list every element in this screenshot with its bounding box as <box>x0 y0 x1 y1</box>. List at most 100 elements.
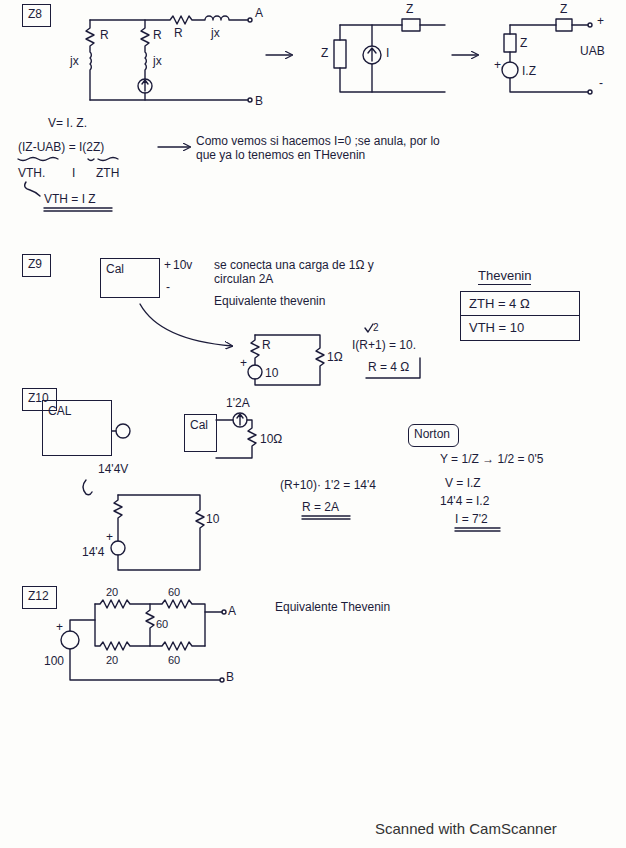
z12-circuit <box>95 600 205 646</box>
component-label: 20 <box>106 654 118 667</box>
z8-reduced-circuit <box>363 46 381 64</box>
result-frame: ZTH = 4 ΩVTH = 10 <box>460 291 580 341</box>
box-text: ZTH = 4 Ω <box>461 292 579 316</box>
voltage-label: UAB <box>580 44 605 58</box>
z8-reduced-circuit <box>402 19 420 31</box>
box-text: VTH = 10 <box>461 315 579 340</box>
component-label: jx <box>70 54 79 68</box>
z8-thevenin-circuit <box>502 19 592 94</box>
z8-original-circuit <box>248 98 252 102</box>
z8-thevenin-circuit <box>556 19 572 31</box>
z10-drawing <box>83 413 500 570</box>
component-label: 10Ω <box>260 432 282 446</box>
z8-original-circuit <box>248 18 252 22</box>
equation-note: VTH. <box>18 166 45 180</box>
box-title: Thevenin <box>478 268 531 285</box>
z9-drawing <box>140 304 232 346</box>
z8-thevenin-circuit <box>509 52 510 62</box>
equation-marks <box>98 158 118 161</box>
z10-drawing <box>233 413 247 427</box>
calculator-block: CAL <box>42 400 112 456</box>
thevenin-result-box: TheveninZTH = 4 ΩVTH = 10 <box>460 266 580 341</box>
equation-marks <box>18 158 58 161</box>
component-label: jx <box>211 26 220 40</box>
z10-drawing <box>83 480 92 495</box>
equation: (IZ-UAB) = I(2Z) <box>18 140 104 154</box>
z10-drawing <box>237 414 243 425</box>
z12-circuit <box>70 649 220 680</box>
z8-thevenin-circuit <box>509 25 510 34</box>
component-label: 1Ω <box>327 350 343 364</box>
polarity-sign: + <box>494 58 501 72</box>
z9-drawing <box>251 335 259 365</box>
z9-drawing <box>255 335 324 385</box>
z8-reduced-circuit <box>371 64 372 92</box>
component-label: Z <box>560 2 567 16</box>
z10-drawing <box>114 495 122 541</box>
equation-note: I <box>72 166 75 180</box>
polarity-sign: - <box>599 76 603 90</box>
z8-reduced-circuit <box>371 25 372 46</box>
component-label: I.Z <box>522 64 536 78</box>
z8-original-circuit <box>142 80 148 91</box>
polarity-sign: + <box>597 14 604 28</box>
box-title: Z10 <box>28 391 51 405</box>
transform-arrow <box>266 54 292 55</box>
z8-reduced-circuit <box>339 25 340 40</box>
z8-thevenin-circuit <box>510 78 588 92</box>
z8-thevenin-circuit <box>588 90 592 94</box>
equation: 14'4 = I.2 <box>440 494 489 508</box>
calculator-block: Cal <box>100 258 160 298</box>
z10-drawing <box>116 424 130 438</box>
current-label: 1'2A <box>226 396 250 410</box>
z9-drawing <box>365 324 373 332</box>
component-label: 10 <box>206 512 219 526</box>
box-title: Z12 <box>28 589 51 603</box>
box-title: CAL <box>48 404 106 418</box>
equation-marks <box>44 208 112 211</box>
component-label: 10 <box>265 366 278 380</box>
z8-reduced-circuit <box>340 24 402 25</box>
z12-circuit <box>61 600 226 682</box>
z12-circuit <box>61 631 79 649</box>
component-label: jx <box>153 54 162 68</box>
equation: Y = 1/Z → 1/2 = 0'5 <box>440 452 543 466</box>
box-title: Z8 <box>28 7 45 21</box>
method-heading-box: Norton <box>408 424 459 447</box>
z9-drawing <box>248 365 262 379</box>
polarity-sign: + <box>164 258 171 272</box>
equation: V = I.Z <box>445 476 481 490</box>
terminal-label: B <box>255 94 263 108</box>
z8-reduced-circuit <box>420 24 445 25</box>
z12-circuit <box>222 610 226 614</box>
voltage-label: 14'4V <box>98 462 128 476</box>
z8-thevenin-circuit <box>504 34 516 52</box>
z10-drawing <box>111 541 125 555</box>
problem-number-box: Z9 <box>22 254 51 277</box>
problem-number-box: Z12 <box>22 586 57 609</box>
z12-circuit <box>205 611 222 612</box>
equation-note: ZTH <box>96 166 119 180</box>
terminal-label: A <box>228 604 236 618</box>
component-label: 14'4 <box>82 545 104 559</box>
z8-original-circuit <box>141 20 149 79</box>
z8-thevenin-circuit <box>572 24 588 25</box>
component-label: 20 <box>106 586 118 599</box>
terminal-label: B <box>226 670 234 684</box>
component-label: 60 <box>168 586 180 599</box>
z8-reduced-circuit <box>340 68 445 92</box>
calculator-block: Cal <box>184 414 217 452</box>
component-label: R <box>153 28 162 42</box>
component-label: R <box>262 338 271 352</box>
z8-original-circuit <box>90 99 248 100</box>
z12-circuit <box>146 604 154 646</box>
component-label: Z <box>321 46 328 60</box>
z8-thevenin-circuit <box>588 23 592 27</box>
note: Como vemos si hacemos I=0 ;se anula, por… <box>196 134 446 163</box>
component-label: Z <box>406 2 413 16</box>
transform-arrow <box>452 54 478 55</box>
z9-drawing <box>366 358 420 378</box>
z12-circuit <box>95 604 205 650</box>
